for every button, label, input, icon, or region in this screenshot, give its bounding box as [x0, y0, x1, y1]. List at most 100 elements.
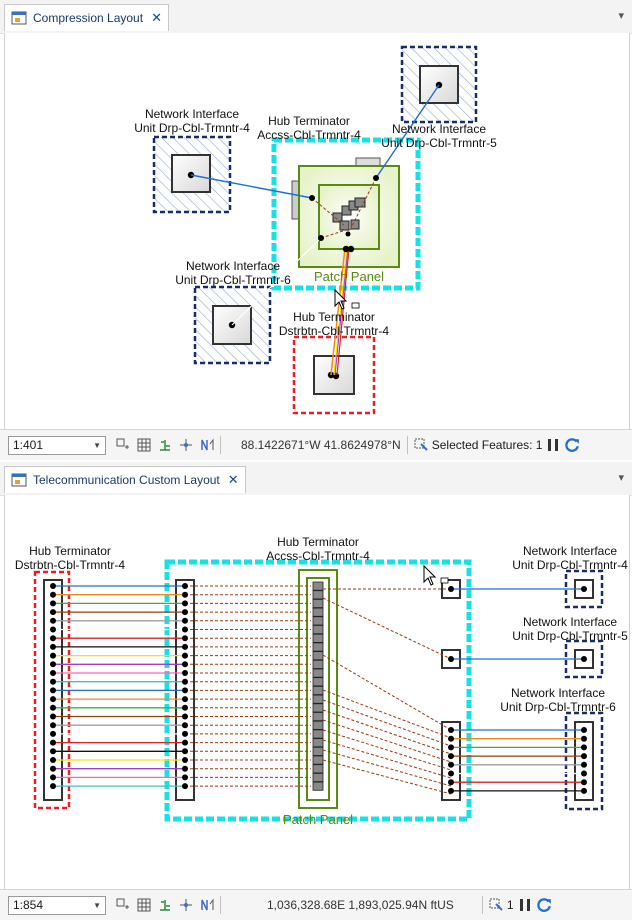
constraints-icon[interactable] [158, 898, 172, 912]
chevron-down-icon[interactable]: ▾ [618, 472, 624, 484]
diagram-canvas[interactable]: Hub Terminator Dstrbtn-Cbl-Trmntr-4 Hub … [4, 495, 630, 889]
selected-features[interactable]: 1 [489, 898, 514, 912]
port-dot [448, 779, 454, 786]
patch-port [312, 746, 324, 756]
status-bar: 1:401 ▼ 88.1422671°W 41.8624978°N Select… [0, 429, 632, 460]
patch-port [312, 616, 324, 626]
hub-d-label-2: Dstrbtn-Cbl-Trmntr-4 [15, 558, 126, 572]
port-dot [50, 774, 56, 781]
selected-features[interactable]: Selected Features: 1 [414, 438, 543, 452]
scale-value: 1:854 [13, 898, 44, 912]
nic4-container[interactable] [564, 569, 604, 609]
hub-d-label-1: Hub Terminator [29, 544, 111, 558]
pause-icon[interactable] [548, 439, 559, 451]
north-arrow-icon[interactable] [200, 438, 214, 452]
correction-icon[interactable] [179, 898, 193, 912]
nic5-label-2: Unit Drp-Cbl-Trmntr-5 [512, 629, 628, 643]
tab-compression-layout[interactable]: Compression Layout ✕ [4, 4, 169, 31]
port-dot [182, 687, 188, 694]
snap-icon[interactable] [116, 438, 130, 452]
hub-access-port-nic6[interactable] [441, 721, 461, 801]
port-dot [182, 635, 188, 642]
nic4-node[interactable] [152, 135, 232, 214]
nic4-label-2: Unit Drp-Cbl-Trmntr-4 [512, 558, 628, 572]
port-dot [50, 748, 56, 755]
close-icon[interactable]: ✕ [151, 10, 162, 25]
port-dot [448, 761, 454, 768]
patch-panel-inner [306, 577, 330, 801]
port-dot [581, 727, 587, 733]
port-dot [448, 656, 454, 662]
patch-port [312, 633, 324, 643]
port-dot [182, 583, 188, 589]
patch-port [312, 703, 324, 713]
chevron-down-icon: ▼ [93, 900, 101, 910]
port-dot [448, 753, 454, 760]
diagram-canvas[interactable]: Network Interface Unit Drp-Cbl-Trmntr-4 … [4, 33, 630, 429]
port-dot [448, 744, 454, 751]
patch-cord [322, 739, 452, 779]
north-arrow-icon[interactable] [200, 898, 214, 912]
patch-port [312, 590, 324, 600]
telecom-custom-layout-pane: Telecommunication Custom Layout ✕ ▾ [0, 462, 632, 920]
snap-icon[interactable] [116, 898, 130, 912]
port-dot [182, 626, 188, 633]
nic6-port-block[interactable] [574, 721, 594, 801]
port-dot [50, 713, 56, 720]
patch-port [312, 607, 324, 617]
correction-icon[interactable] [179, 438, 193, 452]
port-dots [50, 583, 587, 794]
selection-icon [414, 438, 428, 451]
constraints-icon[interactable] [158, 438, 172, 452]
hub-distribution-node[interactable] [292, 335, 376, 415]
nic5-label-2: Unit Drp-Cbl-Trmntr-5 [381, 136, 497, 150]
nic6-label-1: Network Interface [511, 686, 605, 700]
selected-features-text: Selected Features: 1 [431, 438, 543, 452]
grid-icon[interactable] [137, 898, 151, 912]
port-dot [182, 670, 188, 676]
patch-cord [322, 699, 452, 747]
nic5-container[interactable] [564, 639, 604, 679]
mouse-cursor-icon [334, 288, 360, 310]
hub-access-container[interactable] [164, 559, 472, 822]
port-dot [50, 687, 56, 694]
patch-cord [322, 654, 452, 731]
nic4-label-2: Unit Drp-Cbl-Trmntr-4 [134, 121, 250, 135]
nic6-container[interactable] [564, 711, 604, 811]
nic5-node[interactable] [400, 45, 478, 124]
port-dot [182, 652, 188, 659]
patch-panel[interactable] [298, 569, 338, 809]
patch-port [312, 764, 324, 774]
port-dot [581, 753, 587, 760]
patch-port [312, 773, 324, 783]
scale-dropdown[interactable]: 1:854 ▼ [8, 895, 106, 915]
close-icon[interactable]: ✕ [227, 472, 239, 487]
pause-icon[interactable] [519, 899, 530, 911]
port-dot [182, 609, 188, 616]
refresh-icon[interactable] [564, 437, 580, 453]
coordinate-readout: 88.1422671°W 41.8624978°N [241, 438, 401, 452]
scale-dropdown[interactable]: 1:401 ▼ [8, 435, 106, 455]
patch-port [312, 729, 324, 739]
compression-diagram: Network Interface Unit Drp-Cbl-Trmntr-4 … [134, 45, 497, 415]
tab-bar: Telecommunication Custom Layout ✕ ▾ [0, 462, 632, 496]
port-dot [182, 765, 188, 772]
port-dot [50, 765, 56, 772]
tab-telecom-custom-layout[interactable]: Telecommunication Custom Layout ✕ [4, 466, 246, 493]
nic5-label-1: Network Interface [523, 615, 617, 629]
chevron-down-icon[interactable]: ▾ [618, 10, 624, 22]
patch-port [312, 738, 324, 748]
port-dot [50, 652, 56, 659]
port-dot [50, 583, 56, 589]
patch-panel-ports [312, 581, 324, 791]
patch-port [312, 642, 324, 652]
refresh-icon[interactable] [536, 897, 552, 913]
patch-panel-label: Patch Panel [283, 812, 353, 827]
connection-lines [190, 84, 440, 376]
tab-label: Telecommunication Custom Layout [33, 473, 220, 487]
patch-cord [322, 719, 452, 763]
grid-icon[interactable] [137, 438, 151, 452]
compression-layout-pane: Compression Layout ✕ ▾ [0, 0, 632, 460]
patch-cord [322, 729, 452, 771]
port-dot [50, 617, 56, 624]
